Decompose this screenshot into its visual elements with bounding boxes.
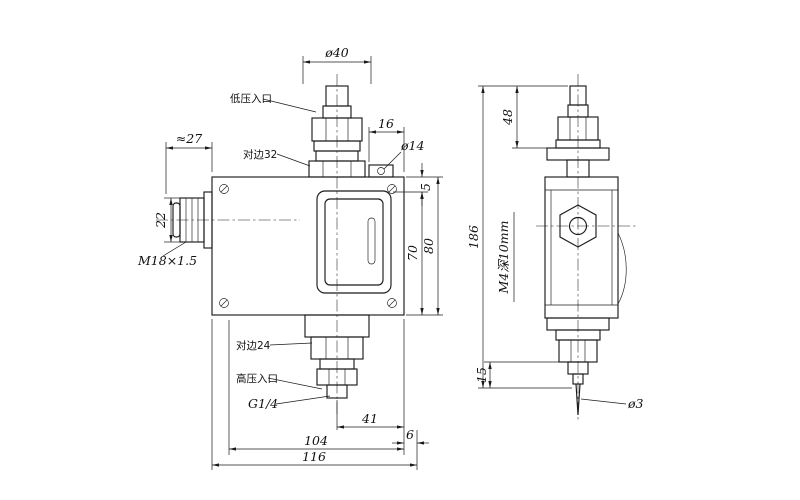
label-thread-g14: G1/4 bbox=[248, 396, 278, 411]
dim-48: 48 bbox=[500, 109, 515, 126]
side-body bbox=[544, 176, 627, 319]
m18-leader bbox=[162, 241, 187, 257]
flats32-leader bbox=[276, 153, 311, 167]
label-low-pressure-inlet: 低压入口 bbox=[230, 92, 272, 105]
flats24-leader bbox=[269, 342, 313, 346]
cable-gland bbox=[172, 191, 213, 249]
boss-bore bbox=[568, 216, 588, 236]
front-window bbox=[316, 190, 392, 294]
dim-dia14: ø14 bbox=[400, 138, 424, 153]
front-dimensions bbox=[162, 56, 443, 470]
label-thread-m18: M18×1.5 bbox=[137, 253, 197, 268]
label-high-pressure-inlet: 高压入口 bbox=[236, 372, 278, 385]
dim-15: 15 bbox=[474, 367, 489, 383]
side-bottom-port bbox=[546, 317, 610, 416]
front-labels: ø40 低压入口 对边32 ≈27 22 M18×1.5 16 ø14 5 70… bbox=[137, 45, 436, 464]
side-clamp-arc bbox=[617, 232, 627, 305]
label-across-flats-24: 对边24 bbox=[236, 339, 271, 352]
dim-dia40: ø40 bbox=[324, 45, 348, 60]
side-dimensions bbox=[478, 85, 627, 405]
dim-186: 186 bbox=[466, 225, 481, 249]
front-view: ø40 低压入口 对边32 ≈27 22 M18×1.5 16 ø14 5 70… bbox=[137, 45, 443, 470]
label-thread-m4: M4深10mm bbox=[496, 221, 511, 295]
low-pressure-leader bbox=[262, 98, 317, 113]
label-across-flats-32: 对边32 bbox=[243, 148, 277, 161]
hex-boss bbox=[559, 204, 597, 248]
low-pressure-port bbox=[308, 85, 366, 178]
side-top-port bbox=[546, 85, 610, 178]
side-view: 186 48 M4深10mm 15 ø3 bbox=[466, 74, 644, 420]
high-pressure-port bbox=[304, 314, 370, 399]
capillary-tip bbox=[575, 383, 581, 416]
dim-6: 6 bbox=[406, 427, 414, 442]
dim-41: 41 bbox=[361, 411, 378, 426]
dia3-leader bbox=[580, 398, 627, 405]
dim-70: 70 bbox=[405, 245, 420, 261]
g14-leader bbox=[275, 395, 331, 405]
dim-104: 104 bbox=[304, 433, 328, 448]
side-labels: 186 48 M4深10mm 15 ø3 bbox=[466, 109, 644, 411]
dim-116: 116 bbox=[302, 449, 326, 464]
dim-5: 5 bbox=[418, 183, 433, 191]
dim-80: 80 bbox=[421, 238, 436, 254]
dim-dia3: ø3 bbox=[627, 396, 644, 411]
terminal-tab bbox=[368, 164, 394, 178]
dim-16: 16 bbox=[378, 116, 394, 131]
dim-approx-27: ≈27 bbox=[176, 131, 202, 146]
high-pressure-leader bbox=[267, 377, 323, 390]
dim-22: 22 bbox=[153, 212, 168, 229]
